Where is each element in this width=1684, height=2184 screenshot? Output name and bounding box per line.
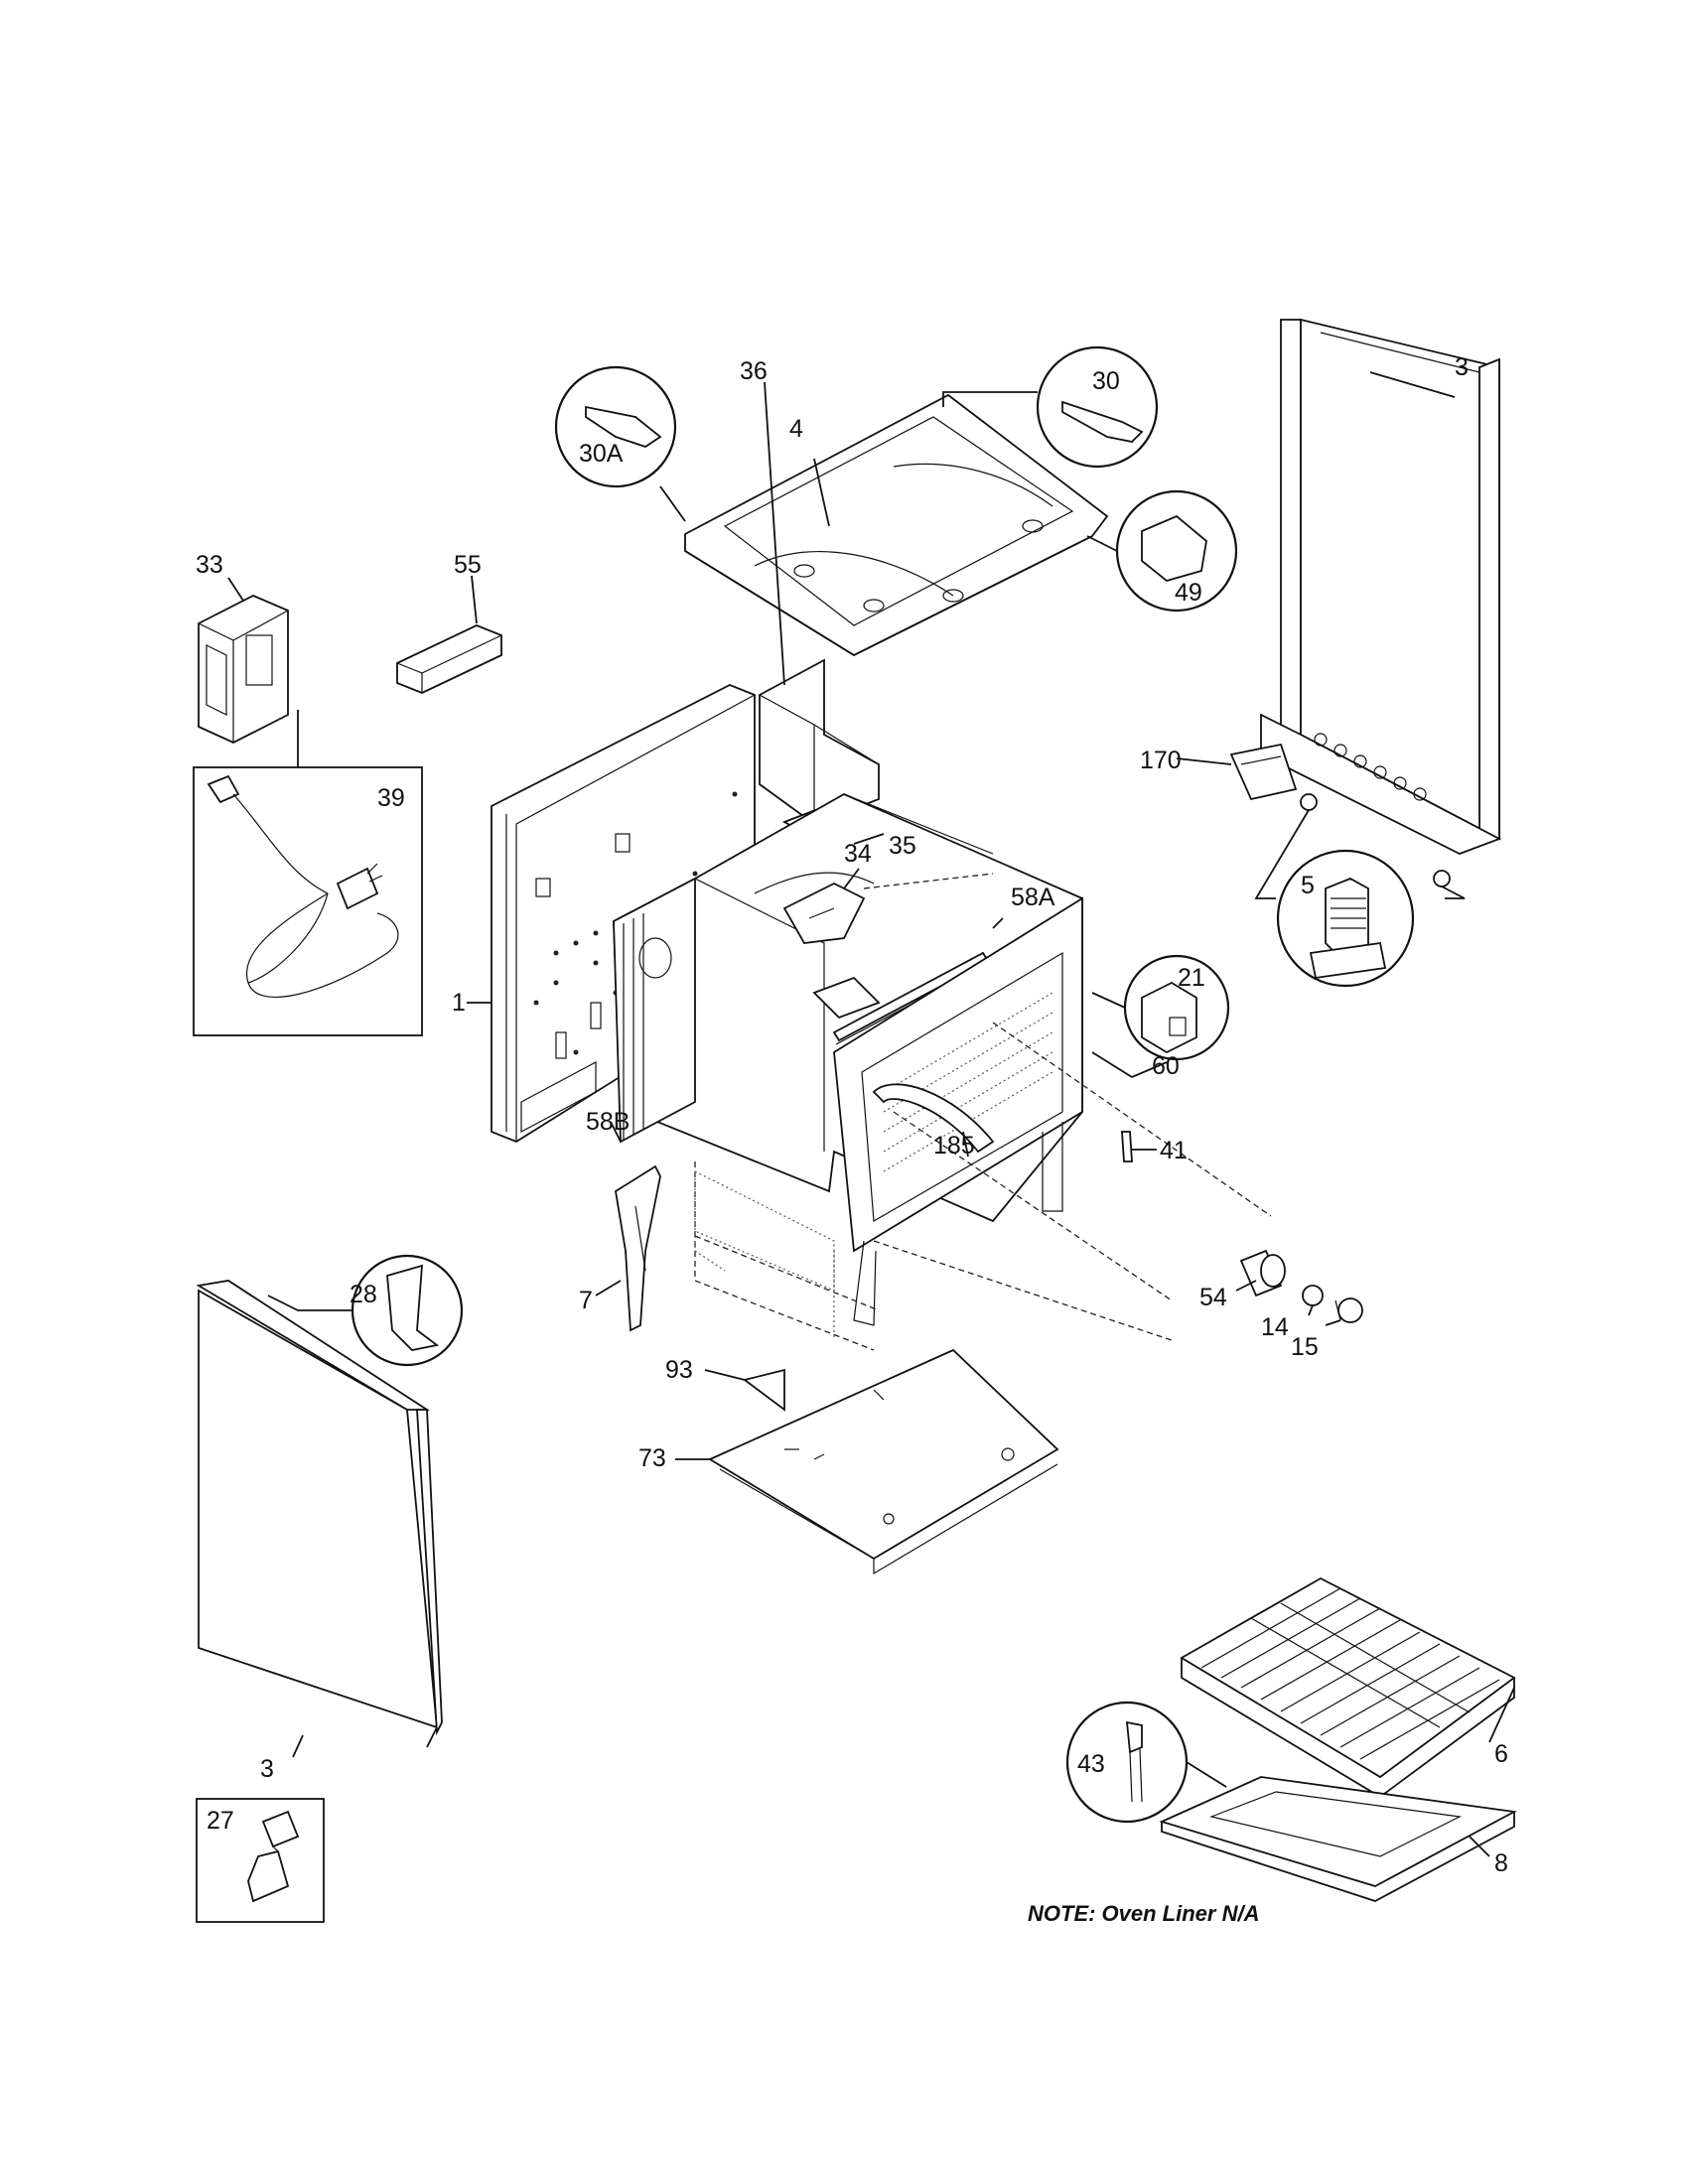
label-58a: 58A (1011, 884, 1055, 911)
label-21: 21 (1178, 964, 1205, 992)
label-6: 6 (1494, 1740, 1508, 1768)
part-36-duct (759, 658, 880, 826)
note-oven-liner: NOTE: Oven Liner N/A (1028, 1901, 1259, 1926)
label-35: 35 (889, 832, 916, 860)
label-3a: 3 (1455, 353, 1469, 381)
label-30a: 30A (579, 440, 624, 468)
part-3-right-side-panel (1260, 318, 1502, 855)
part-49-detail-circle (1086, 489, 1238, 613)
part-15-lens (1334, 1297, 1363, 1323)
part-30-detail-circle (942, 345, 1159, 469)
callout-labels: 3 4 30 30A 49 33 55 36 170 39 35 34 5 58… (196, 353, 1508, 1926)
part-39-power-cord-box (193, 710, 423, 1036)
part-73-bottom-tray (708, 1348, 1059, 1575)
part-30a-detail-circle (554, 365, 686, 522)
label-3b: 3 (260, 1755, 274, 1783)
label-14: 14 (1261, 1313, 1289, 1341)
label-7: 7 (579, 1287, 593, 1314)
label-43: 43 (1077, 1750, 1105, 1778)
label-170: 170 (1140, 747, 1182, 774)
part-6-oven-rack (1180, 1576, 1516, 1799)
part-7-hinge (615, 1164, 661, 1332)
part-3-left-side-panel (196, 1280, 443, 1748)
part-170-bracket (1229, 743, 1466, 899)
label-36: 36 (740, 357, 768, 385)
label-60: 60 (1152, 1052, 1180, 1080)
part-4-top-panel (684, 393, 1109, 657)
label-41: 41 (1160, 1137, 1188, 1164)
part-54-light-socket (1239, 1249, 1286, 1297)
label-39: 39 (377, 784, 405, 812)
label-27: 27 (207, 1807, 234, 1835)
part-28-detail-circle (267, 1254, 464, 1367)
part-43-detail-circle (1065, 1701, 1227, 1824)
label-34: 34 (844, 840, 872, 868)
assembly-guide-lines (694, 873, 1272, 1351)
part-5-detail-circle (1276, 849, 1415, 988)
label-8: 8 (1494, 1849, 1508, 1877)
label-49: 49 (1175, 579, 1202, 607)
part-55-bracket (396, 624, 502, 694)
part-8-broiler-pan (1159, 1776, 1517, 1902)
oven-base-frame (694, 1170, 835, 1340)
label-1: 1 (452, 989, 466, 1017)
part-14-bulb (1302, 1285, 1324, 1306)
label-4: 4 (789, 415, 803, 443)
label-54: 54 (1199, 1284, 1227, 1311)
label-28: 28 (350, 1281, 377, 1308)
label-30: 30 (1092, 367, 1120, 395)
label-93: 93 (665, 1356, 693, 1384)
label-5: 5 (1301, 872, 1315, 899)
label-58b: 58B (586, 1108, 630, 1136)
part-93-clip (742, 1368, 785, 1412)
leader-lines (227, 371, 1515, 1857)
label-55: 55 (454, 551, 482, 579)
part-41-clip (1121, 1131, 1133, 1162)
label-33: 33 (196, 551, 223, 579)
label-185: 185 (933, 1132, 975, 1160)
part-33-junction-box (198, 595, 289, 744)
part-34-bracket (782, 882, 866, 944)
part-27-box (196, 1798, 325, 1923)
label-73: 73 (638, 1444, 666, 1472)
label-15: 15 (1291, 1333, 1319, 1361)
part-21-detail-circle (1091, 954, 1230, 1061)
part-60-clip (1091, 1051, 1133, 1078)
oven-front-frame (833, 896, 1083, 1326)
